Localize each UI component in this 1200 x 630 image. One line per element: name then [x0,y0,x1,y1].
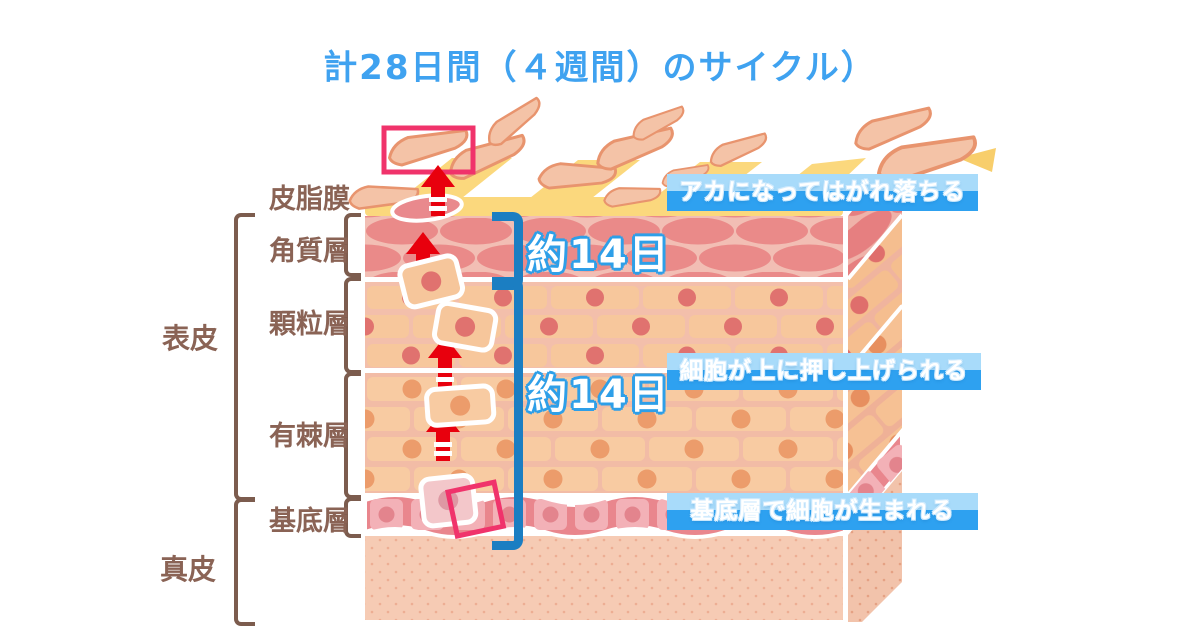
annotation-flake-off: アカになってはがれ落ちる [667,174,978,211]
region-label-epidermis: 表皮 [161,322,218,355]
migrating-cells [397,253,507,539]
duration-label-lower: 約14日 [527,372,671,418]
bracket-duration-lower [492,277,523,550]
region-label-dermis: 真皮 [159,553,216,586]
newborn-cell-highlight-box [445,479,507,539]
annotation-cells-born: 基底層で細胞が生まれる [667,493,978,530]
layer-label-granular-layer: 顆粒層 [269,309,350,340]
layer-label-basal-layer: 基底層 [269,506,350,537]
bracket-basal-layer [344,497,361,538]
diagram-title: 計28日間（４週間）のサイクル） [323,48,877,88]
layer-label-stratum-corneum: 角質層 [269,236,350,267]
bracket-stratum-corneum [344,213,361,277]
bracket-dermis [234,498,255,626]
annotation-pushed-up: 細胞が上に押し上げられる [667,353,981,390]
layer-label-sebum-film: 皮脂膜 [269,184,350,215]
duration-label-upper: 約14日 [527,232,671,278]
flake-highlight-box [381,125,476,175]
layer-label-spinous-layer: 有棘層 [269,421,350,452]
